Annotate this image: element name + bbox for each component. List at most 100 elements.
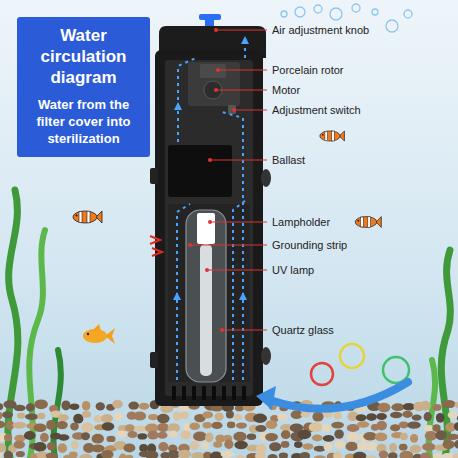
part-label: Air adjustment knob	[272, 23, 369, 37]
pebble	[157, 432, 167, 439]
pebble	[335, 440, 346, 449]
pebble	[14, 441, 25, 449]
part-label: Quartz glass	[272, 323, 334, 337]
pebble	[180, 412, 188, 419]
pebble	[47, 442, 56, 450]
pebble	[81, 423, 93, 433]
pebble	[191, 452, 205, 458]
pebble	[190, 441, 199, 450]
pebble	[116, 431, 127, 438]
pebble	[24, 431, 36, 440]
pebble	[366, 413, 377, 421]
pebble	[324, 443, 333, 452]
pebble	[378, 403, 391, 413]
pebble	[412, 415, 422, 421]
pebble	[357, 421, 369, 428]
pebble	[0, 403, 3, 410]
pebble	[376, 413, 387, 420]
part-label: UV lamp	[272, 263, 314, 277]
pebble	[309, 422, 323, 432]
pebble	[424, 412, 432, 421]
pebble	[256, 444, 267, 454]
pebble	[277, 414, 287, 421]
box-heading: Water circulation diagram	[25, 25, 142, 88]
pebble	[410, 445, 422, 453]
pebble	[148, 414, 158, 420]
box-body: Water from the filter cover into sterili…	[25, 96, 142, 147]
pebble	[157, 423, 168, 432]
clownfish	[320, 131, 345, 141]
pebble	[454, 440, 458, 449]
pebble	[322, 424, 332, 433]
pebble	[435, 430, 447, 440]
pebble	[133, 412, 146, 421]
pebble	[114, 413, 123, 422]
pebble	[356, 414, 367, 421]
clownfish	[355, 217, 381, 228]
pebble	[69, 403, 79, 410]
pebble	[180, 430, 191, 439]
pebble	[269, 442, 281, 451]
pebble	[247, 433, 256, 440]
pebble	[202, 411, 213, 418]
pebble	[13, 422, 27, 429]
pebble	[96, 402, 105, 410]
pebble	[40, 433, 49, 442]
pebble	[366, 442, 378, 451]
pebble	[107, 436, 116, 442]
pebble	[255, 425, 266, 432]
pebble	[333, 412, 342, 420]
pebble	[403, 403, 415, 411]
pebble	[34, 442, 47, 452]
part-label: Lampholder	[272, 215, 330, 229]
pebble	[457, 432, 458, 438]
pebble	[234, 414, 243, 420]
pebble	[436, 413, 445, 423]
pebble	[424, 425, 433, 432]
pebble	[101, 414, 113, 423]
pebble	[294, 441, 303, 448]
pebble	[314, 455, 327, 458]
pebble	[334, 429, 344, 438]
inflow-arrow	[256, 382, 408, 410]
pebble	[128, 402, 139, 410]
pebble	[390, 412, 402, 418]
pebble	[234, 441, 248, 449]
pebble	[0, 421, 5, 429]
pebble	[353, 452, 366, 458]
pebble	[46, 420, 56, 430]
rings	[311, 344, 409, 385]
pebble	[4, 434, 12, 441]
pebble	[212, 422, 223, 429]
pebble	[312, 412, 323, 422]
pebble	[400, 433, 408, 440]
pebble	[379, 451, 389, 458]
pebble	[448, 411, 458, 419]
pebble	[298, 430, 312, 439]
pebble	[442, 400, 456, 408]
pebble	[300, 452, 311, 458]
pebble	[58, 443, 67, 453]
pebble	[457, 415, 458, 423]
pebble	[92, 434, 104, 444]
pebble	[58, 434, 69, 440]
pebble	[267, 454, 277, 458]
pebble	[399, 444, 408, 451]
pebble	[139, 403, 150, 410]
pebble	[4, 451, 13, 458]
seaweed	[8, 190, 450, 458]
pebble	[37, 413, 45, 420]
pebble	[224, 440, 233, 449]
pebble	[73, 414, 83, 424]
pebble	[226, 411, 234, 419]
pebble	[441, 453, 455, 458]
pebble	[205, 433, 213, 443]
water-flow	[177, 38, 246, 380]
pebble	[333, 451, 342, 458]
pebble	[139, 444, 148, 452]
clownfish	[73, 211, 102, 223]
pebble	[26, 403, 35, 411]
pebble	[14, 405, 26, 411]
pebble	[389, 443, 397, 452]
